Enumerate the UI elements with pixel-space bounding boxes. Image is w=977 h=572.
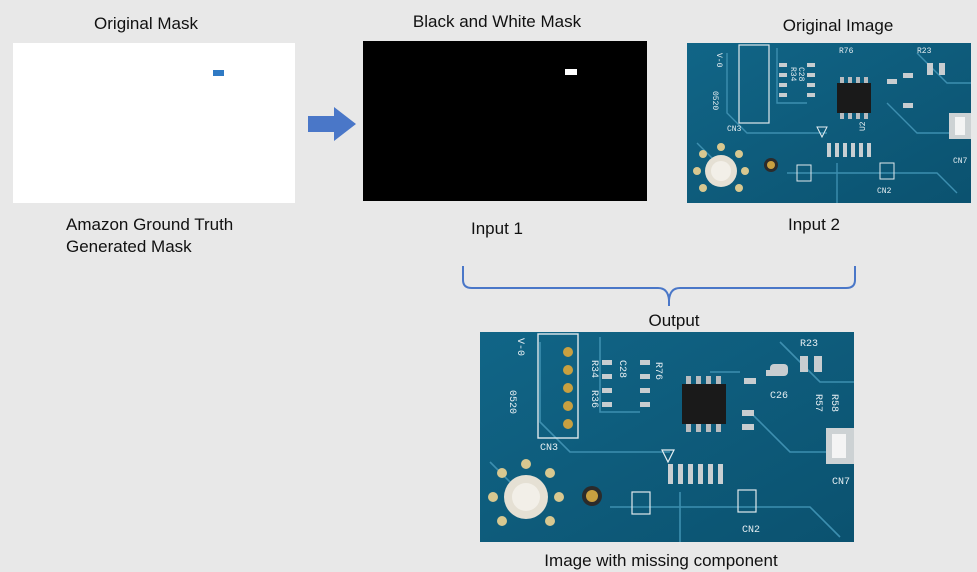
ground-truth-caption-2: Generated Mask <box>66 237 192 256</box>
large-r34-label: R34 <box>588 360 599 378</box>
bw-mask-panel <box>363 41 647 201</box>
large-r23-label: R23 <box>800 339 818 350</box>
large-r57-label: R57 <box>812 394 823 412</box>
large-c26-label: C26 <box>770 391 788 402</box>
r76-label: R76 <box>839 47 854 56</box>
r34-label: R34 <box>788 67 797 82</box>
large-r76-label: R76 <box>652 362 663 380</box>
r23-label: R23 <box>917 47 932 56</box>
silk-v-text: V-0 <box>714 53 723 68</box>
output-caption: Output <box>648 311 700 330</box>
mask-blob <box>213 70 224 76</box>
missing-component-caption: Image with missing component <box>544 551 778 570</box>
original-image-title: Original Image <box>782 16 894 35</box>
bw-mask-blob <box>565 69 577 75</box>
merge-bracket <box>462 266 856 306</box>
large-r36-label: R36 <box>588 390 599 408</box>
large-r58-label: R58 <box>828 394 839 412</box>
original-mask-panel <box>13 43 295 203</box>
pcb-image-small: 0520 V-0 CN3 CN2 CN7 U2 R34 C28 R76 R23 <box>687 43 971 203</box>
large-cn3-label: CN3 <box>540 443 558 454</box>
cn2-label: CN2 <box>877 187 892 196</box>
cn3-label: CN3 <box>727 125 742 134</box>
large-silk-v-text: V-0 <box>514 338 525 356</box>
input2-caption: Input 2 <box>788 215 840 234</box>
large-c28-label: C28 <box>616 360 627 378</box>
ground-truth-caption-1: Amazon Ground Truth <box>66 215 234 234</box>
c28-label: C28 <box>796 67 805 82</box>
u2-label: U2 <box>859 121 868 131</box>
cn7-label: CN7 <box>953 157 968 166</box>
bw-mask-title: Black and White Mask <box>412 12 582 31</box>
original-mask-title: Original Mask <box>94 14 198 33</box>
large-cn2-label: CN2 <box>742 525 760 536</box>
output-image-panel: 0520 V-0 CN3 CN2 CN7 R34 C28 R36 R76 R23… <box>480 332 854 542</box>
original-image-panel: 0520 V-0 CN3 CN2 CN7 U2 R34 C28 R76 R23 <box>687 43 971 203</box>
pcb-image-large: 0520 V-0 CN3 CN2 CN7 R34 C28 R36 R76 R23… <box>480 332 854 542</box>
silk-code-text: 0520 <box>710 91 719 110</box>
large-cn7-label: CN7 <box>832 477 850 488</box>
input1-caption: Input 1 <box>471 219 523 238</box>
large-silk-code-text: 0520 <box>506 390 517 414</box>
arrow-right-icon <box>308 107 356 141</box>
